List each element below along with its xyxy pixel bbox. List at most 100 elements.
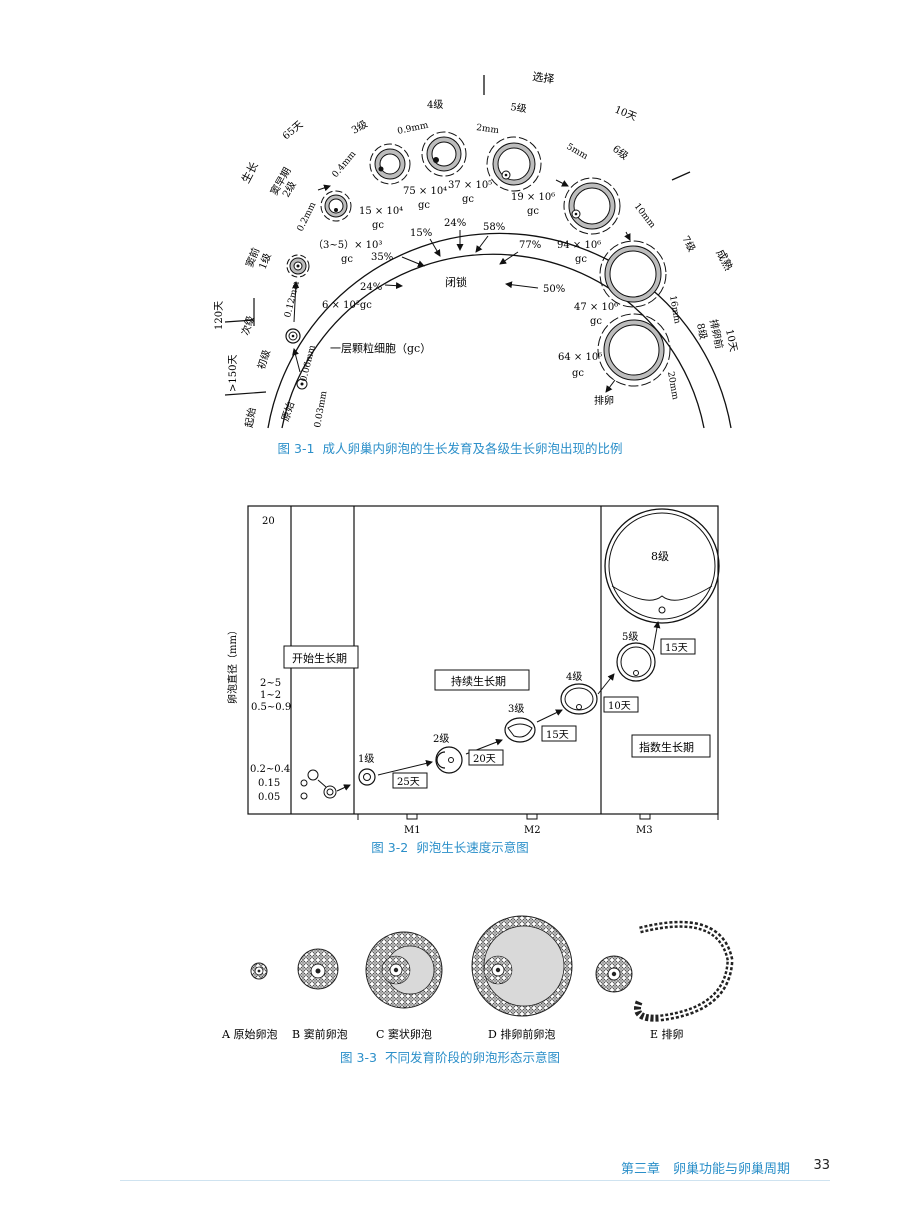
chapter-title: 第三章 卵巢功能与卵巢周期 (620, 1162, 790, 1177)
atresia-arrows (292, 179, 631, 393)
stage-select-label: 选择 (532, 69, 556, 86)
figure-3-3-title: 不同发育阶段的卵泡形态示意图 (384, 1050, 560, 1065)
page-footer: 第三章 卵巢功能与卵巢周期 33 (0, 1150, 900, 1190)
x-tick-m3: M3 (636, 825, 653, 836)
stage-preovulatory-label: 排卵前 (707, 318, 726, 350)
stage-grade3-label: 3级 (350, 118, 370, 137)
x-tick-m1: M1 (404, 825, 421, 836)
figure-3-1-title: 成人卵巢内卵泡的生长发育及各级生长卵泡出现的比例 (322, 441, 623, 456)
gc-count-75e4: 75 × 10⁴ (403, 186, 447, 197)
gc-unit-75e4: gc (418, 200, 430, 211)
phase-exponential-label: 指数生长期 (639, 740, 694, 754)
grade5-label: 5级 (622, 631, 638, 643)
ovulation-label: 排卵 (594, 394, 614, 407)
stage-primordial-label: 原始 (278, 400, 297, 423)
days-20-label: 20天 (473, 754, 496, 765)
follicle-grade3 (504, 717, 536, 743)
gc-layer-label: 一层颗粒细胞（gc） (330, 341, 431, 355)
y-tick-0.2-0.4: 0.2~0.4 (250, 764, 290, 775)
follicle-grade4-rate (560, 683, 598, 715)
duration-65-label: 65天 (281, 119, 305, 142)
panel-b-label: B 窦前卵泡 (292, 1027, 348, 1041)
gc-count-15e4: 15 × 10⁴ (359, 206, 403, 217)
figure-3-2-title: 卵泡生长速度示意图 (416, 840, 529, 855)
stage-grade8-label: 8级 (694, 322, 709, 341)
gc-count-47e6: 47 × 10⁶ (574, 302, 618, 313)
gc-count-6e2: 6 × 10²gc (322, 300, 372, 311)
atresia-pct-24a: 24% (360, 282, 382, 293)
gc-count-64e6: 64 × 10⁶ (558, 352, 602, 363)
stage-grade6-label: 6级 (610, 143, 630, 163)
follicle-secondary (286, 254, 310, 278)
follicle-primordial (296, 378, 308, 390)
follicle-grade8-rate (604, 508, 720, 624)
follicle-grade5 (486, 136, 542, 192)
panel-a-label: A 原始卵泡 (221, 1027, 277, 1041)
size-2-label: 2mm (476, 123, 500, 136)
gc-unit-15e4: gc (372, 220, 384, 231)
page-number: 33 (813, 1158, 830, 1173)
size-0.06-label: 0.06mm (299, 344, 318, 383)
atresia-pct-58: 58% (483, 222, 505, 233)
follicle-early-antral (369, 143, 411, 185)
grade4-label: 4级 (566, 671, 582, 683)
stage-secondary-label: 次级 (238, 314, 257, 337)
size-16-label: 16mm (667, 295, 682, 325)
atresia-pct-35: 35% (371, 252, 393, 263)
follicle-grade2 (435, 746, 463, 774)
figure-3-3-number: 图 3-3 (340, 1050, 377, 1065)
y-tick-2-5: 2~5 (260, 678, 281, 689)
morphology-antral (365, 931, 443, 1009)
gc-count-19e6: 19 × 10⁶ (511, 192, 555, 203)
duration-10-label-b: 10天 (723, 328, 738, 353)
follicle-growth-rate-diagram: 卵泡直径（mm） 20 2~5 1~2 0.5~0.9 0.2~0.4 0.15… (226, 505, 720, 836)
atresia-center-label: 闭锁 (445, 275, 467, 289)
gc-count-37e5: 37 × 10⁵ (448, 180, 492, 191)
stage-mature-label: 成熟 (713, 247, 736, 273)
panel-e-label: E 排卵 (650, 1027, 684, 1041)
duration-10-label-a: 10天 (613, 105, 638, 124)
follicle-grade6 (563, 177, 621, 235)
grade1-label: 1级 (358, 753, 374, 765)
size-0.4-label: 0.4mm (331, 149, 359, 180)
y-tick-0.05: 0.05 (258, 792, 280, 803)
duration-120-label: 120天 (214, 301, 225, 330)
phase-initial-label: 开始生长期 (292, 651, 347, 665)
follicle-grade5-rate (616, 642, 656, 682)
gc-unit-19e6: gc (527, 206, 539, 217)
atresia-pct-50: 50% (543, 284, 565, 295)
grade2-label: 2级 (433, 733, 449, 745)
small-follicles (300, 769, 337, 800)
gc-unit-47e6: gc (590, 316, 602, 327)
days-15-label-b: 15天 (665, 643, 688, 654)
duration-150-label: >150天 (228, 355, 239, 392)
figure-3-3-caption: 图 3-3 不同发育阶段的卵泡形态示意图 (0, 1047, 900, 1066)
stage-grade1-label: 1级 (257, 251, 274, 271)
gc-count-94e6: 94 × 10⁶ (557, 240, 601, 251)
stage-grade7-label: 7级 (679, 234, 697, 254)
morphology-preantral (297, 948, 339, 990)
size-20-label: 20mm (665, 371, 680, 401)
follicle-grade1 (358, 768, 376, 786)
figure-3-1-number: 图 3-1 (277, 441, 315, 456)
follicle-preantral (320, 190, 352, 222)
gc-unit-64e6: gc (572, 368, 584, 379)
panel-d-label: D 排卵前卵泡 (488, 1027, 555, 1041)
stage-grade5-label: 5级 (510, 101, 528, 115)
gc-unit-94e6: gc (575, 254, 587, 265)
follicle-grade7 (599, 240, 667, 308)
stage-grade4-label: 4级 (427, 99, 443, 111)
follicle-primary (285, 328, 301, 344)
size-0.12-label: 0.12mm (283, 280, 302, 319)
size-5-label: 5mm (565, 142, 590, 162)
gc-unit-3e3: gc (341, 254, 353, 265)
y-tick-0.15: 0.15 (258, 778, 280, 789)
size-10-label: 10mm (632, 202, 658, 231)
follicle-grade4 (421, 131, 467, 177)
days-15-label-a: 15天 (546, 730, 569, 741)
size-0.2-label: 0.2mm (296, 200, 319, 233)
y-axis-label: 卵泡直径（mm） (226, 625, 239, 704)
footer-rule (120, 1180, 830, 1181)
gc-unit-37e5: gc (462, 194, 474, 205)
